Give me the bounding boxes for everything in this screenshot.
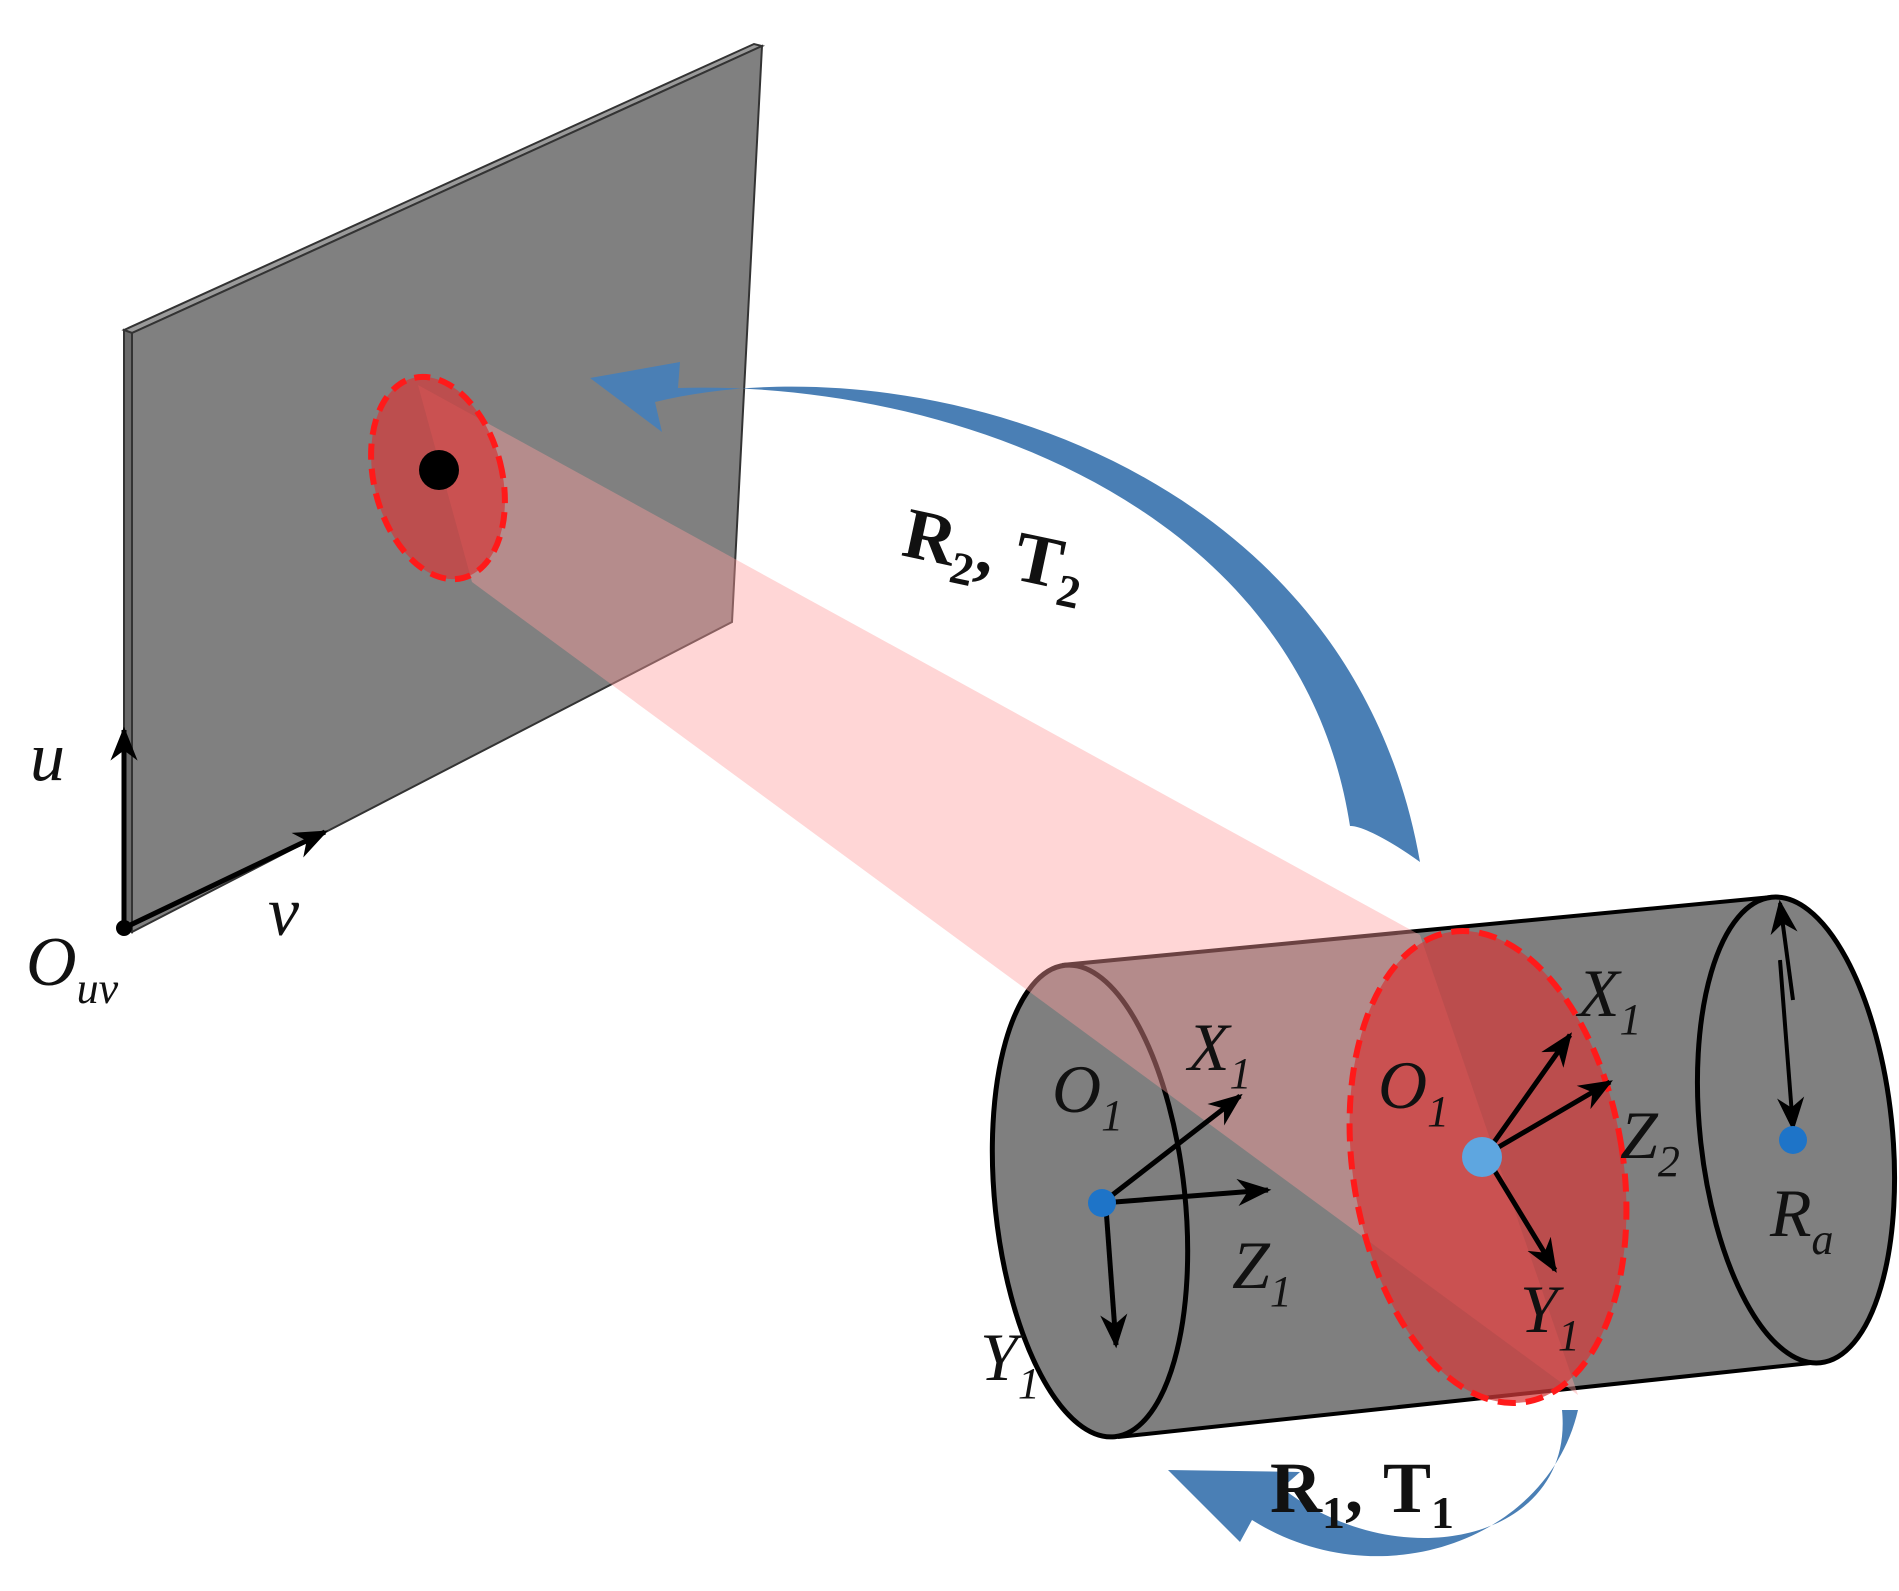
section-origin-label: O1 [1378, 1047, 1449, 1136]
axis-v-label: v [268, 874, 300, 951]
left-z-label: Z1 [1232, 1227, 1292, 1316]
cylinder-top-silhouette [1061, 895, 1773, 967]
laser-beam [418, 385, 1578, 1395]
left-y-axis [1100, 1207, 1128, 1349]
left-origin-label: O1 [1052, 1051, 1123, 1140]
left-x-label: X1 [1185, 1009, 1252, 1098]
radius-indicator [1770, 899, 1807, 1154]
plate-axes [110, 726, 329, 936]
left-origin-dot [1088, 1189, 1116, 1217]
axis-u-label: u [30, 719, 65, 796]
section-z-axis [1483, 1079, 1613, 1158]
radius-center-dot [1779, 1126, 1807, 1154]
axis-v-line [122, 829, 329, 931]
r1t1-arrow [1168, 1410, 1578, 1557]
radius-arrow-up [1770, 899, 1798, 1001]
left-z-axis [1101, 1178, 1272, 1206]
section-x-label: X1 [1575, 955, 1642, 1044]
r1t1-label: R1,T1 [1270, 1448, 1454, 1538]
r2t2-label: R2,T2 [895, 492, 1094, 618]
spot-center-dot [419, 450, 459, 490]
left-frame [1088, 1093, 1272, 1349]
radius-arrow-down [1777, 959, 1805, 1132]
plate-origin-label: Ouv [26, 924, 119, 1013]
section-z-label: Z2 [1620, 1097, 1680, 1186]
radius-label: Ra [1769, 1175, 1834, 1264]
cylinder-bottom-silhouette [1117, 1360, 1821, 1439]
section-y-label: Y1 [1520, 1271, 1580, 1360]
section-origin-dot [1462, 1137, 1502, 1177]
section-y-axis [1482, 1153, 1558, 1273]
plate-origin-dot [116, 920, 132, 936]
section-x-axis [1482, 1032, 1573, 1157]
section-frame [1462, 1032, 1613, 1273]
left-x-axis [1100, 1093, 1243, 1205]
plate-spot [368, 373, 508, 583]
left-y-label: Y1 [980, 1319, 1040, 1408]
